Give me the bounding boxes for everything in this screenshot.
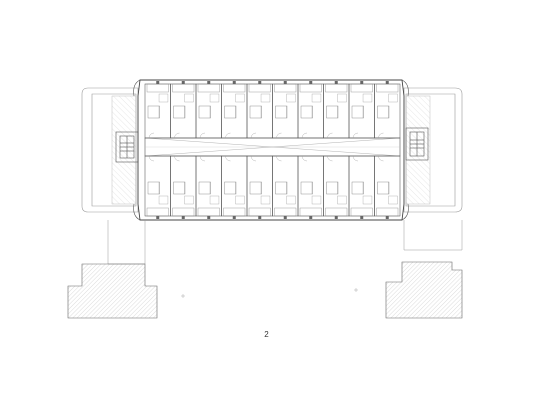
apartment-unit	[272, 155, 299, 219]
building-corners	[133, 79, 409, 221]
east-landscape	[385, 220, 463, 319]
floor-number-label: 2	[264, 330, 269, 339]
apartment-unit	[246, 81, 273, 139]
west-terrace	[111, 95, 137, 205]
east-stair-core	[405, 127, 429, 161]
apartment-unit	[272, 81, 299, 139]
podium-outline	[81, 87, 463, 213]
apartment-unit	[297, 155, 324, 219]
east-terrace	[405, 95, 431, 205]
apartment-unit	[374, 155, 401, 219]
apartment-unit	[323, 155, 350, 219]
apartment-unit	[221, 155, 248, 219]
south-wing	[144, 155, 401, 219]
main-building-outline	[137, 79, 405, 221]
apartment-unit	[348, 81, 375, 139]
site-marks	[181, 288, 358, 298]
apartment-unit	[195, 81, 222, 139]
apartment-unit	[297, 81, 324, 139]
apartment-unit	[144, 155, 171, 219]
apartment-unit	[374, 81, 401, 139]
apartment-unit	[348, 155, 375, 219]
apartment-unit	[170, 81, 197, 139]
west-landscape	[67, 220, 158, 319]
central-corridor	[144, 137, 401, 157]
apartment-unit	[144, 81, 171, 139]
apartment-unit	[195, 155, 222, 219]
apartment-unit	[323, 81, 350, 139]
north-wing	[144, 81, 401, 139]
apartment-unit	[221, 81, 248, 139]
apartment-unit	[246, 155, 273, 219]
apartment-unit	[170, 155, 197, 219]
